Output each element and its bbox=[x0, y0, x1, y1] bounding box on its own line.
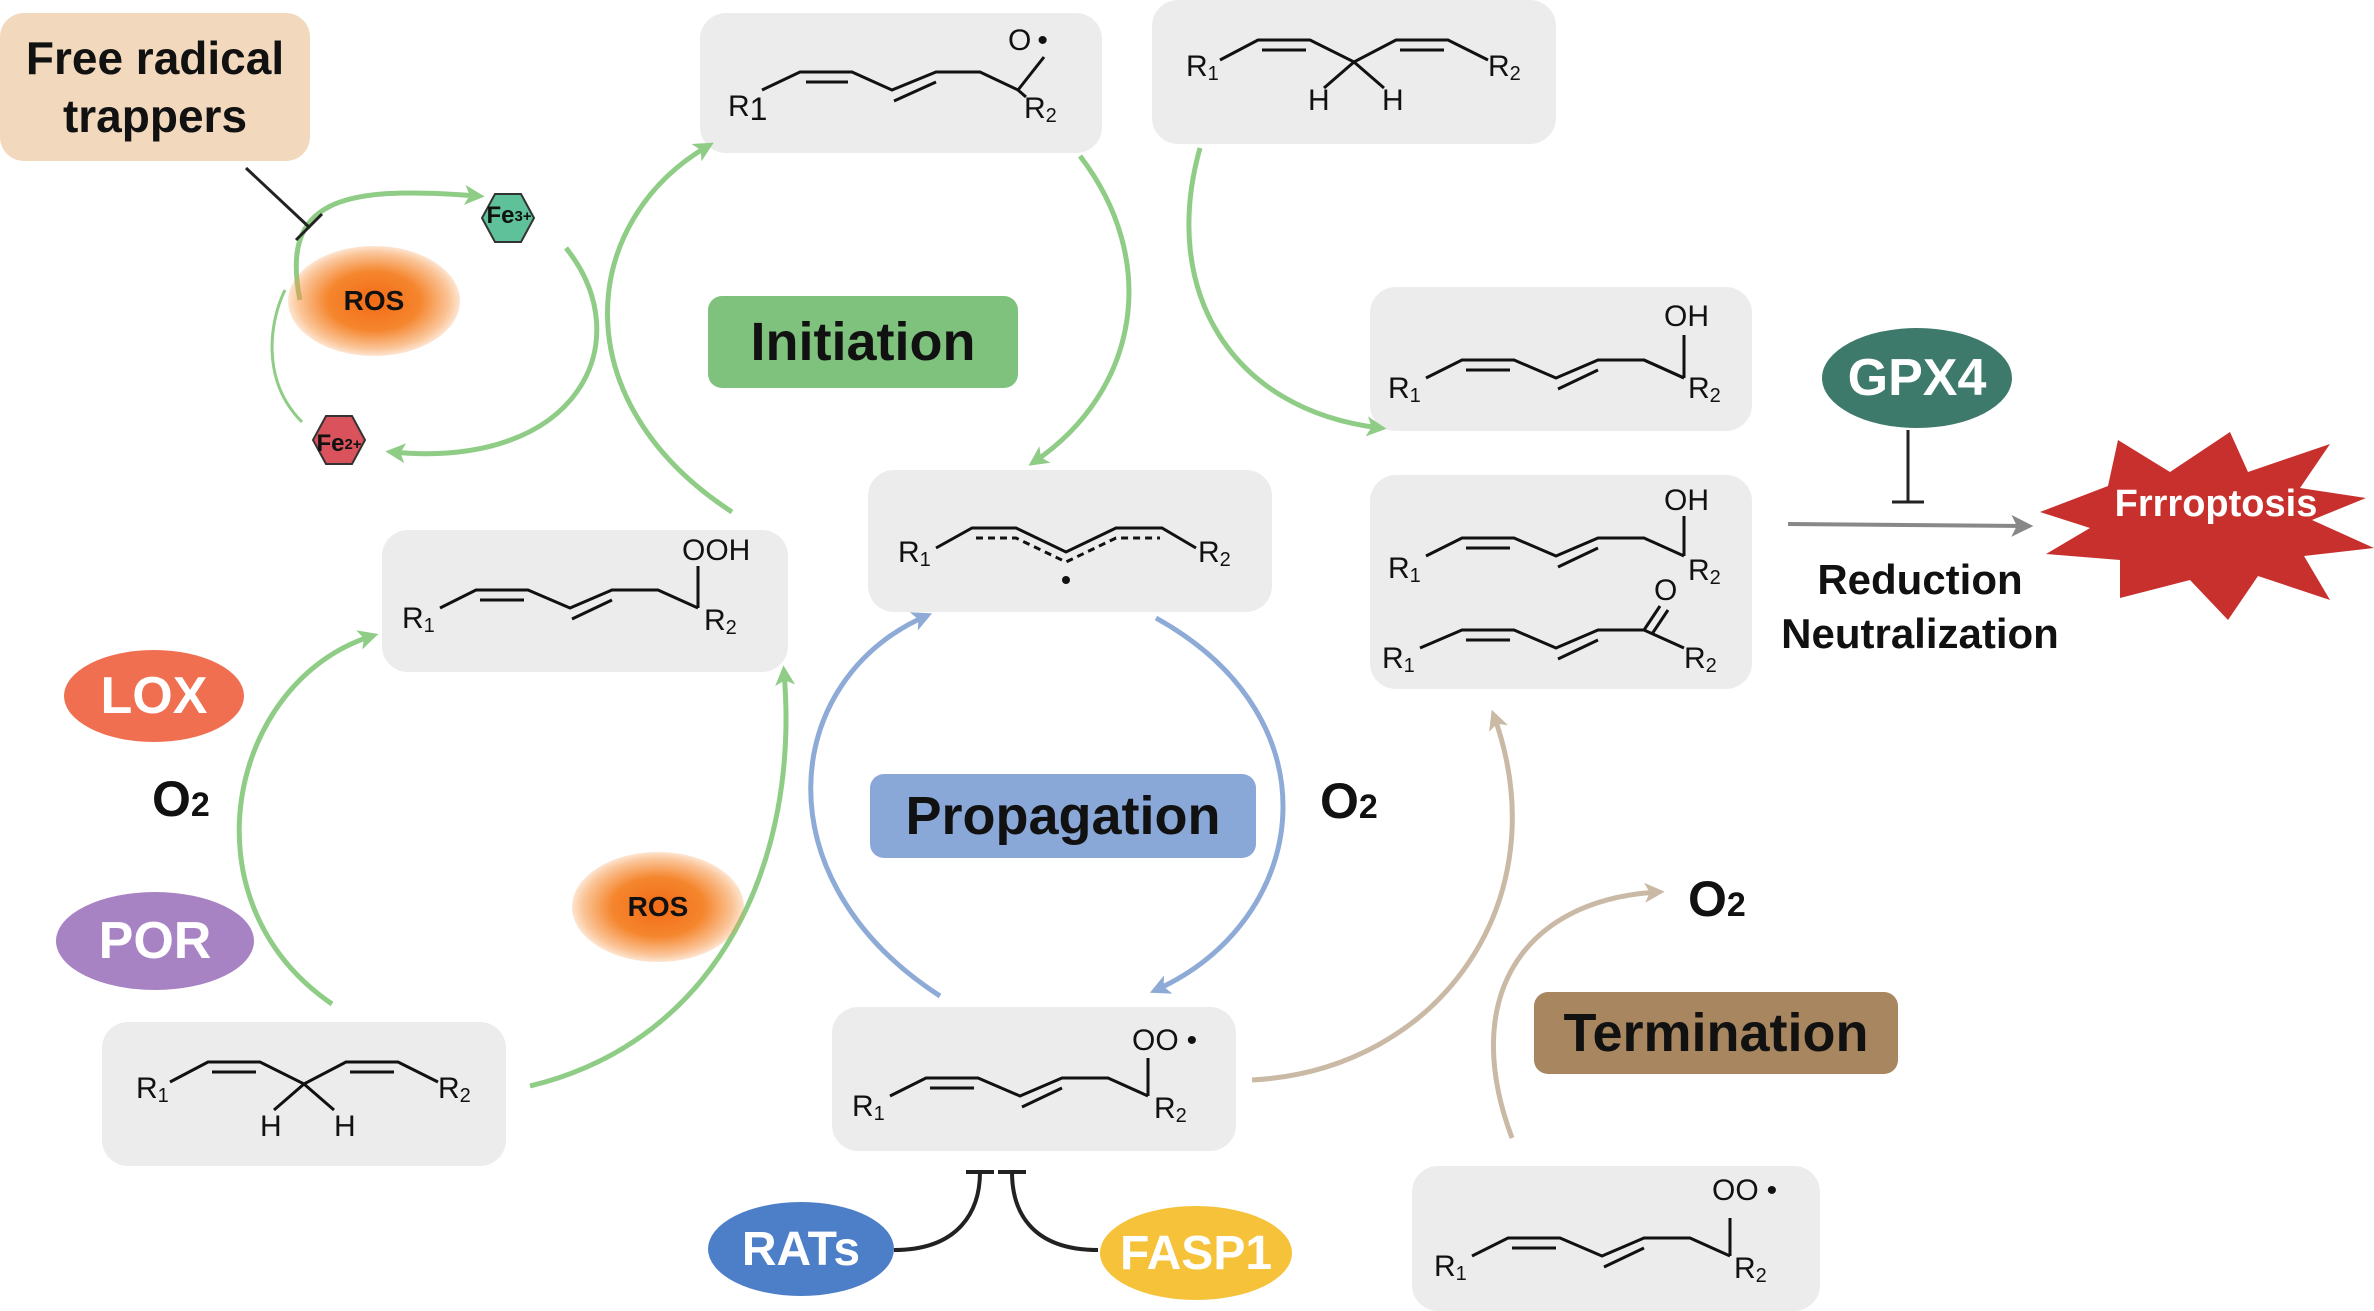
arrow-peroxyl-to-products bbox=[1251, 709, 1515, 1083]
fasp1-badge: FASP1 bbox=[1100, 1206, 1292, 1300]
reduction-label: Reduction bbox=[1817, 556, 2023, 603]
label-h: H bbox=[260, 1110, 282, 1143]
radical-dot bbox=[1062, 576, 1070, 584]
label-r1: R1 bbox=[1388, 552, 1421, 587]
panel-pufa-top-right bbox=[1152, 0, 1556, 144]
panel-peroxyl-radical-bottom-right bbox=[1412, 1166, 1820, 1311]
arrow-alkoxyl-to-radical bbox=[1028, 154, 1132, 466]
label-ooh: OOH bbox=[682, 534, 750, 567]
o2-right: O2 bbox=[1688, 871, 1746, 927]
structure-alcohol-2 bbox=[1425, 516, 1686, 569]
label-oo-radical: OO• bbox=[1132, 1024, 1197, 1057]
fe2-hexagon bbox=[311, 415, 367, 465]
free-radical-trappers-box: Free radical trappers bbox=[0, 13, 310, 161]
structure-alkoxyl-radical bbox=[761, 56, 1046, 103]
label-oo-radical: OO• bbox=[1712, 1174, 1777, 1207]
label-r1: R1 bbox=[898, 536, 931, 571]
arrow-to-ferroptosis bbox=[1787, 514, 2034, 537]
label-r2: R2 bbox=[1688, 372, 1721, 407]
label-r1: R1 bbox=[728, 90, 767, 127]
ferroptosis-star bbox=[2040, 432, 2374, 620]
panel-pufa-bottom-left bbox=[102, 1022, 506, 1166]
inhibition-gpx4 bbox=[1892, 430, 1924, 504]
label-r1: R1 bbox=[1382, 642, 1415, 677]
label-h: H bbox=[1308, 84, 1330, 117]
ros-top: ROS bbox=[288, 246, 460, 356]
arrow-fe-cycle-top bbox=[293, 184, 485, 301]
panel-pentadienyl-radical bbox=[868, 470, 1272, 612]
structure-peroxyl-radical bbox=[889, 1058, 1150, 1109]
structure-pentadienyl-radical bbox=[935, 526, 1197, 564]
label-h: H bbox=[1382, 84, 1404, 117]
rats-badge: RATs bbox=[708, 1202, 894, 1296]
label-o: O bbox=[1654, 574, 1677, 607]
label-r2: R2 bbox=[1488, 50, 1521, 85]
inhibition-rats-fasp1 bbox=[893, 1170, 1099, 1252]
label-r2: R2 bbox=[1024, 92, 1057, 127]
arrow-termination-o2 bbox=[1490, 882, 1665, 1139]
label-r2: R2 bbox=[1198, 536, 1231, 571]
arrow-fe-cycle-left bbox=[270, 289, 304, 424]
arrow-radical-to-peroxyl bbox=[1149, 615, 1286, 994]
arrow-fe-cycle-right bbox=[385, 246, 600, 464]
label-r2: R2 bbox=[1154, 1092, 1187, 1127]
label-oh: OH bbox=[1664, 300, 1709, 333]
ros-bottom: ROS bbox=[572, 852, 744, 962]
label-r2: R2 bbox=[1688, 554, 1721, 589]
fe3-hexagon bbox=[480, 193, 536, 243]
arrow-pufa-to-alcohol bbox=[1186, 147, 1387, 437]
label-o-radical: O• bbox=[1008, 24, 1048, 57]
label-oh: OH bbox=[1664, 484, 1709, 517]
termination-label: Termination bbox=[1534, 992, 1898, 1074]
structure-ketone bbox=[1419, 605, 1685, 661]
label-r1: R1 bbox=[136, 1072, 169, 1107]
label-r1: R1 bbox=[1388, 372, 1421, 407]
structure-hydroperoxide bbox=[439, 566, 700, 621]
label-r1: R1 bbox=[402, 602, 435, 637]
label-r2: R2 bbox=[1734, 1252, 1767, 1287]
ferroptosis-label: Frrroptosis bbox=[2114, 482, 2318, 525]
propagation-label: Propagation bbox=[870, 774, 1256, 858]
label-h: H bbox=[334, 1110, 356, 1143]
panel-alkoxyl-radical bbox=[700, 13, 1102, 153]
initiation-label: Initiation bbox=[708, 296, 1018, 388]
label-r2: R2 bbox=[704, 604, 737, 639]
structure-pufa-bottom bbox=[169, 1060, 439, 1112]
gpx4-badge: GPX4 bbox=[1822, 328, 2012, 428]
label-r1: R1 bbox=[1434, 1250, 1467, 1285]
panel-alcohol bbox=[1370, 287, 1752, 431]
neutralization-label: Neutralization bbox=[1781, 610, 2059, 657]
o2-center: O2 bbox=[1320, 773, 1378, 829]
lox-badge: LOX bbox=[64, 650, 244, 742]
arrow-hydroperoxide-to-alkoxyl bbox=[605, 142, 734, 515]
label-r1: R1 bbox=[1186, 50, 1219, 85]
fe3-label: O Fe3+ bbox=[486, 202, 532, 229]
inhibition-trappers bbox=[244, 166, 324, 242]
por-badge: POR bbox=[56, 892, 254, 990]
structure-peroxyl-radical-2 bbox=[1471, 1218, 1732, 1269]
label-r2: R2 bbox=[438, 1072, 471, 1107]
o2-left: O2 bbox=[152, 771, 210, 827]
panel-peroxyl-radical bbox=[832, 1007, 1236, 1151]
structure-pufa-top bbox=[1219, 38, 1489, 90]
structure-alcohol bbox=[1425, 335, 1686, 391]
arrow-pufa-to-hydroperoxide-lox bbox=[236, 630, 379, 1007]
arrow-peroxyl-to-radical bbox=[808, 612, 942, 999]
label-r2: R2 bbox=[1684, 642, 1717, 677]
label-r1: R1 bbox=[852, 1090, 885, 1125]
